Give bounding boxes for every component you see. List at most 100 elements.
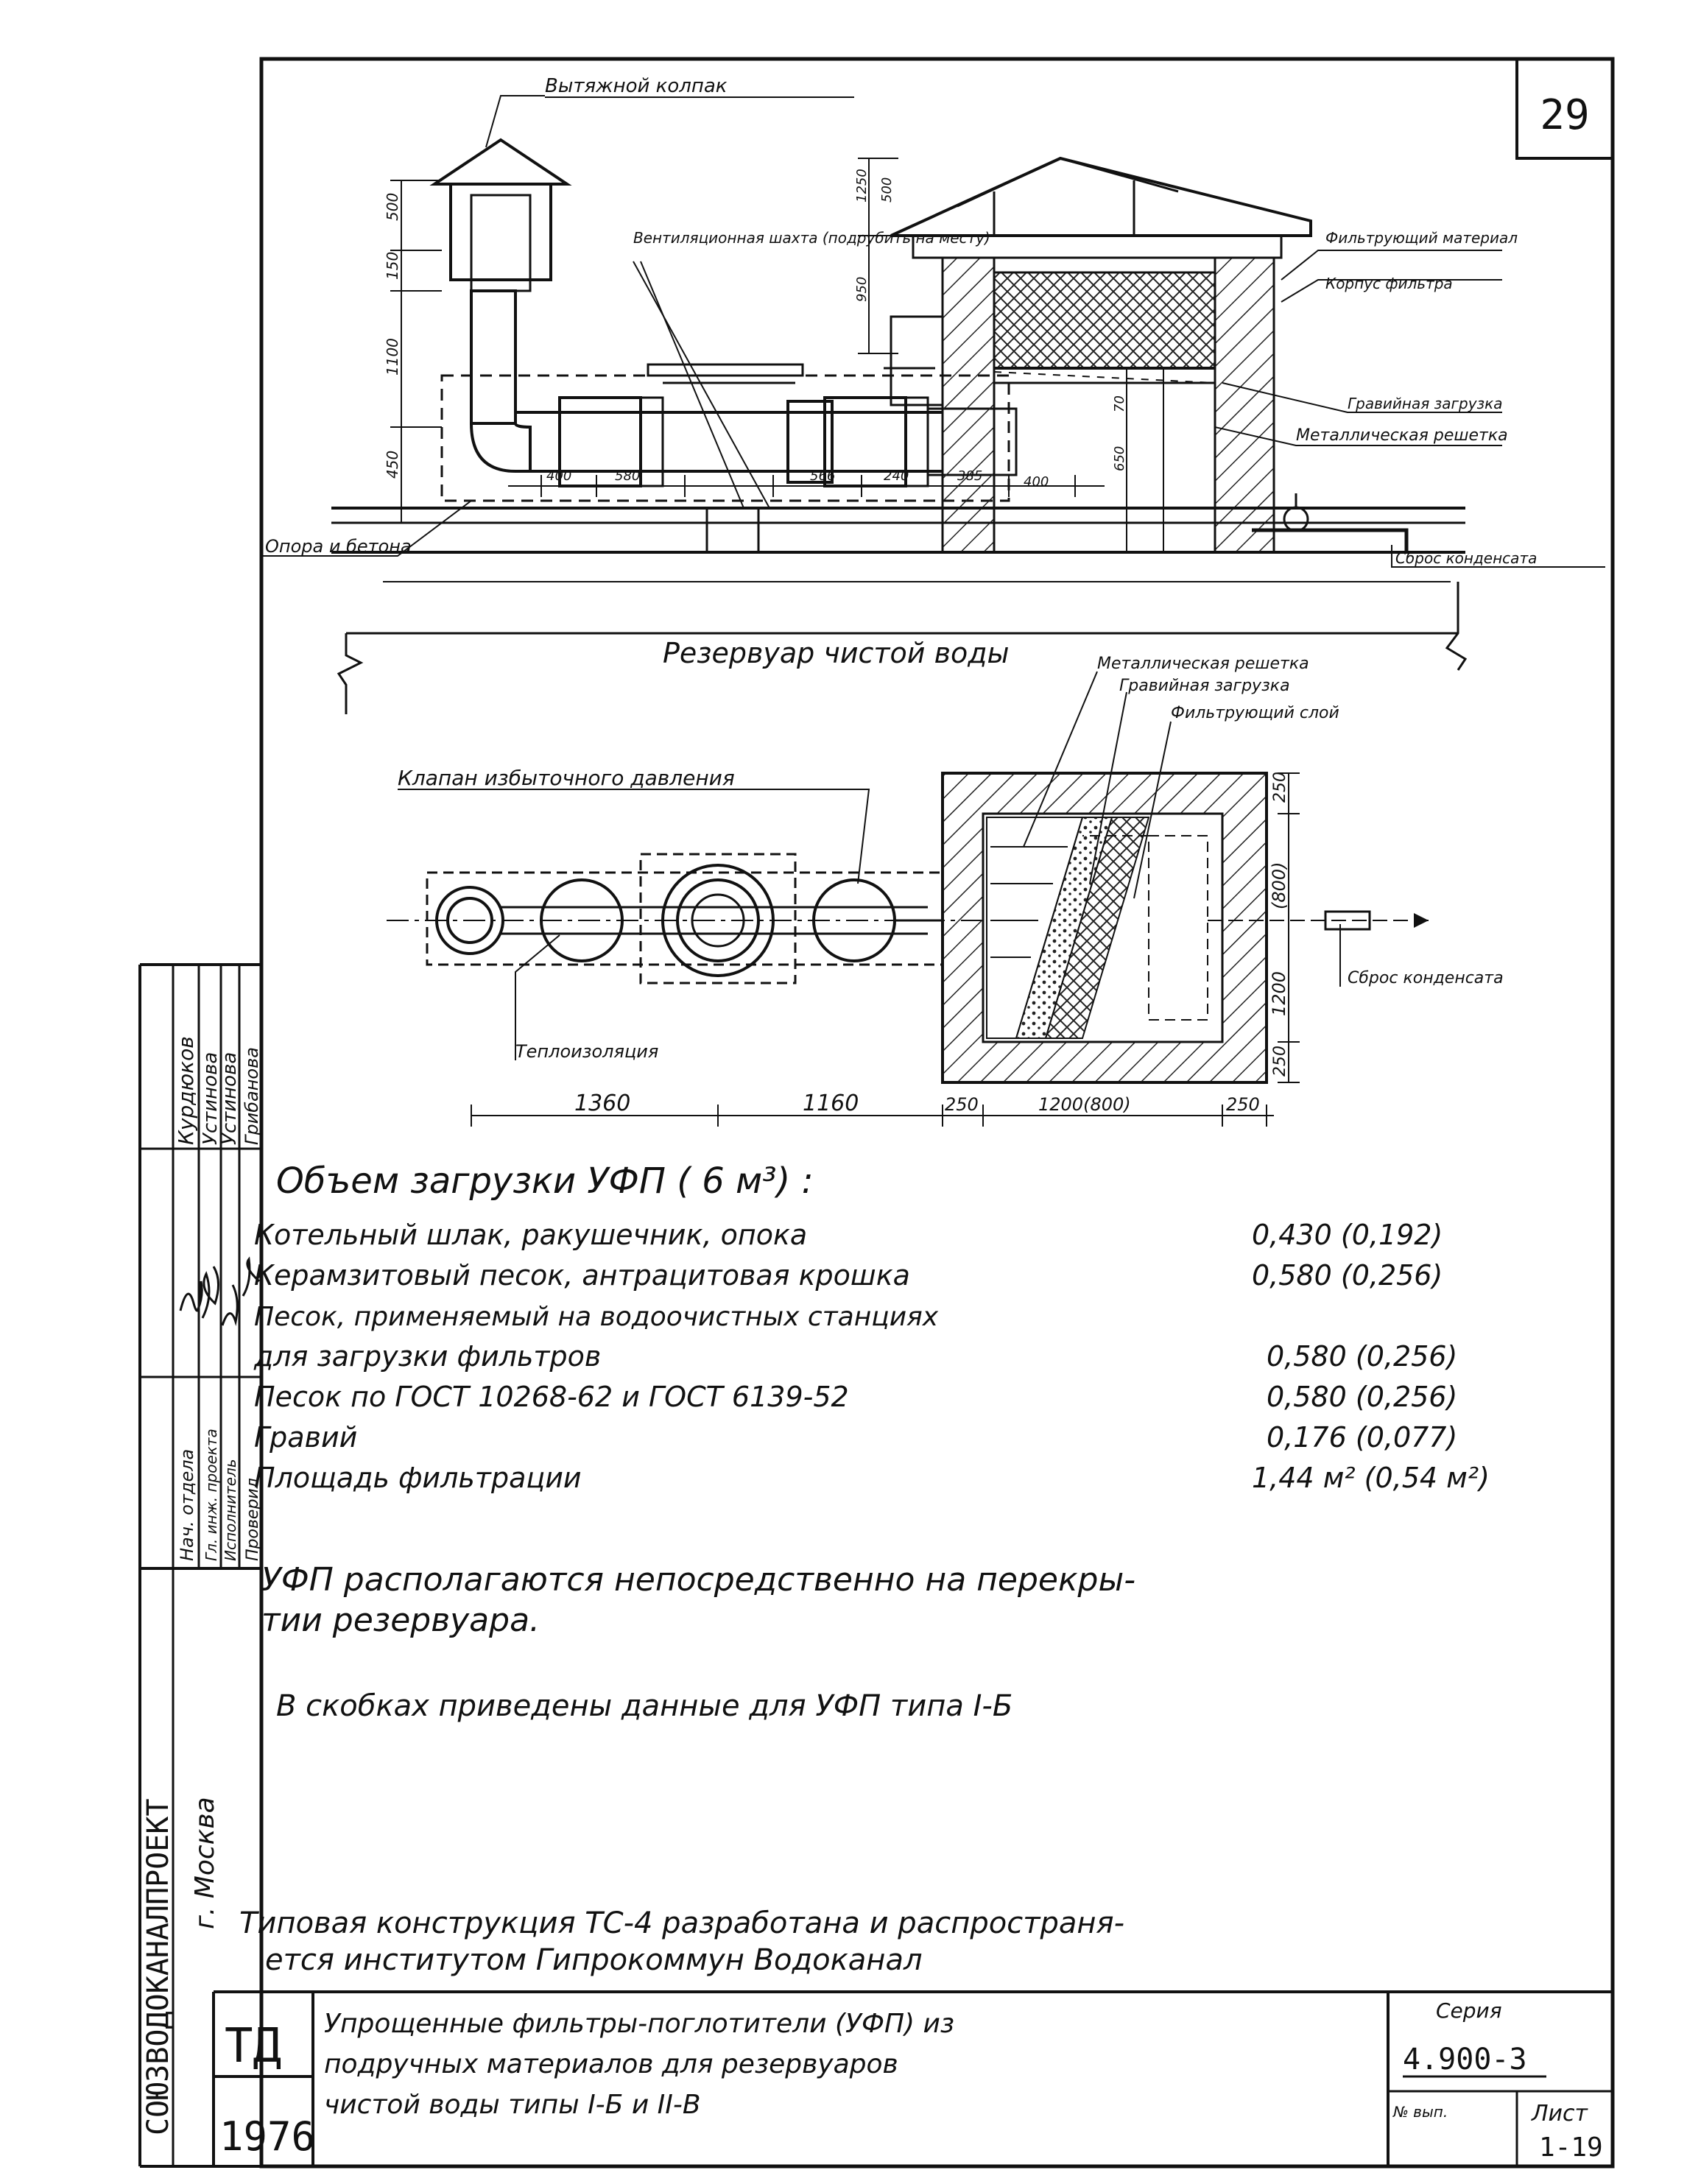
dim-150: 150 — [384, 252, 401, 280]
note-3-line-1: Типовая конструкция ТС-4 разработана и р… — [239, 1906, 1124, 1940]
dim-plan-800: (800) — [1269, 862, 1289, 909]
dim-500: 500 — [384, 193, 401, 221]
dim-70: 70 — [1112, 395, 1127, 412]
dim-plan-250b: 250 — [1271, 1046, 1289, 1077]
title-line-3: чистой воды типы I-Б и II-В — [324, 2090, 701, 2120]
label-clean-water-tank: Резервуар чистой воды — [663, 637, 1010, 669]
dim-500b: 500 — [879, 177, 895, 202]
title-year: 1976 — [219, 2113, 315, 2160]
label-gravel-load: Гравийная загрузка — [1348, 395, 1503, 412]
sheet-number-box: 29 — [1515, 57, 1614, 160]
dim-450: 450 — [384, 451, 401, 479]
volume-row-value: 1,44 м² (0,54 м²) — [1252, 1462, 1490, 1494]
stack-elbow — [469, 422, 532, 473]
plan-dim-lines — [471, 772, 1300, 1127]
filter-housing — [890, 156, 1312, 554]
dim-plan-250d: 250 — [1226, 1094, 1260, 1115]
volume-row-value: 0,580 (0,256) — [1252, 1259, 1443, 1292]
plan-pipe-run — [387, 853, 1119, 984]
volume-row-value: 0,580 (0,256) — [1267, 1381, 1457, 1413]
volume-row-value: 0,430 (0,192) — [1252, 1219, 1443, 1251]
dim-plan-1360: 1360 — [574, 1091, 630, 1116]
dim-566: 566 — [810, 468, 835, 484]
plan-leader-lines — [398, 671, 1341, 1060]
dim-plan-1200: 1200 — [1269, 971, 1289, 1016]
title-line-1: Упрощенные фильтры-поглотители (УФП) из — [324, 2009, 954, 2039]
stamp-role-0: Нач. отдела — [177, 1449, 197, 1561]
plan-label-gravel: Гравийная загрузка — [1119, 677, 1290, 695]
title-block: ТД 1976 Упрощенные фильтры-поглотители (… — [212, 1990, 1613, 2166]
dim-plan-250c: 250 — [945, 1094, 979, 1115]
label-exhaust-hood: Вытяжной колпак — [545, 75, 728, 97]
signatures — [179, 1256, 261, 1326]
dim-1250: 1250 — [854, 169, 870, 202]
stamp-name-3: Грибанова — [242, 1047, 262, 1145]
label-filter-material: Фильтрующий материал — [1325, 229, 1518, 247]
plan-label-grate: Металлическая решетка — [1097, 655, 1309, 673]
section-view: Вытяжной колпак Вентиляционная шахта (по… — [261, 75, 1605, 714]
series-label: Серия — [1436, 1998, 1502, 2023]
stamp-role-2: Исполнитель — [222, 1459, 239, 1561]
series-value: 4.900-3 — [1403, 2043, 1527, 2076]
dim-240: 240 — [884, 468, 909, 484]
label-filter-body: Корпус фильтра — [1325, 275, 1453, 292]
vyp-label: № вып. — [1392, 2103, 1448, 2121]
plan-label-relief-valve: Клапан избыточного давления — [398, 766, 735, 790]
volume-section: Объем загрузки УФП ( 6 м³) : Котельный ш… — [253, 1160, 1490, 1494]
volume-row-material: для загрузки фильтров — [253, 1340, 601, 1373]
stamp-role-3: Проверил — [244, 1478, 262, 1561]
horizontal-duct — [440, 363, 1018, 502]
sheet-number: 29 — [1540, 91, 1589, 139]
volume-row-value: 0,176 (0,077) — [1267, 1421, 1457, 1454]
exhaust-hood — [429, 138, 572, 292]
dim-plan-1160: 1160 — [803, 1091, 859, 1116]
volume-row-material: Площадь фильтрации — [254, 1462, 582, 1494]
stamp-name-2: Устинова — [219, 1052, 241, 1145]
dim-650: 650 — [1112, 446, 1127, 471]
sheet-value: 1-19 — [1539, 2132, 1603, 2163]
notes-section: УФП располагаются непосредственно на пер… — [239, 1561, 1135, 1977]
title-line-2: подручных материалов для резервуаров — [324, 2049, 898, 2079]
note-3-line-2: ется институтом Гипрокоммун Водоканал — [265, 1943, 923, 1977]
stamp-role-1: Гл. инж. проекта — [202, 1429, 220, 1561]
volume-rows: Котельный шлак, ракушечник, опока 0,430 … — [253, 1219, 1490, 1494]
label-support: Опора и бетона — [265, 536, 412, 557]
plan-label-insulation: Теплоизоляция — [515, 1041, 658, 1062]
note-1-line-1: УФП располагаются непосредственно на пер… — [261, 1561, 1135, 1599]
volume-row-material: Гравий — [254, 1421, 357, 1454]
dim-texts-section: 500 150 1100 450 1250 500 950 650 70 400… — [384, 169, 1127, 490]
sheet-label: Лист — [1531, 2101, 1589, 2127]
dim-plan-250: 250 — [1271, 772, 1289, 803]
plan-view: Металлическая решетка Гравийная загрузка… — [387, 655, 1504, 1127]
sheet-frame — [138, 57, 1615, 2169]
dim-400b: 400 — [1024, 474, 1049, 490]
note-2: В скобках приведены данные для УФП типа … — [276, 1689, 1012, 1723]
dim-385: 385 — [957, 468, 982, 484]
title-td: ТД — [225, 2019, 281, 2074]
stamp-org: СОЮЗВОДОКАНАЛПРОЕКТ — [141, 1798, 175, 2135]
vertical-stack — [470, 289, 517, 425]
condensate-drain-pipe — [1252, 528, 1409, 552]
stamp-name-0: Курдюков — [174, 1036, 198, 1145]
volume-row-value: 0,580 (0,256) — [1267, 1340, 1457, 1373]
volume-row-material: Котельный шлак, ракушечник, опока — [254, 1219, 807, 1251]
label-metal-grate: Металлическая решетка — [1296, 426, 1508, 445]
dim-lines-left — [390, 180, 442, 523]
tank-roof-slab — [331, 493, 1465, 582]
volume-row-material: Песок, применяемый на водоочистных станц… — [254, 1302, 939, 1332]
volume-heading: Объем загрузки УФП ( 6 м³) : — [276, 1160, 814, 1202]
label-condensate-discharge: Сброс конденсата — [1395, 549, 1537, 567]
dim-plan-1200-800: 1200(800) — [1038, 1094, 1131, 1115]
stamp-city: г. Москва — [190, 1797, 220, 1929]
note-1-line-2: тии резервуара. — [261, 1602, 540, 1639]
plan-label-filter-layer: Фильтрующий слой — [1171, 704, 1339, 722]
dim-950: 950 — [854, 277, 870, 302]
dim-1100: 1100 — [384, 338, 401, 376]
leader-lines — [261, 95, 1605, 568]
dim-lines-right — [858, 158, 1164, 552]
dim-400: 400 — [546, 468, 571, 484]
tank-outline — [337, 582, 1468, 714]
left-stamp: СОЮЗВОДОКАНАЛПРОЕКТ г. Москва Нач. отдел… — [140, 965, 262, 2166]
plan-filter-box — [941, 772, 1429, 1084]
